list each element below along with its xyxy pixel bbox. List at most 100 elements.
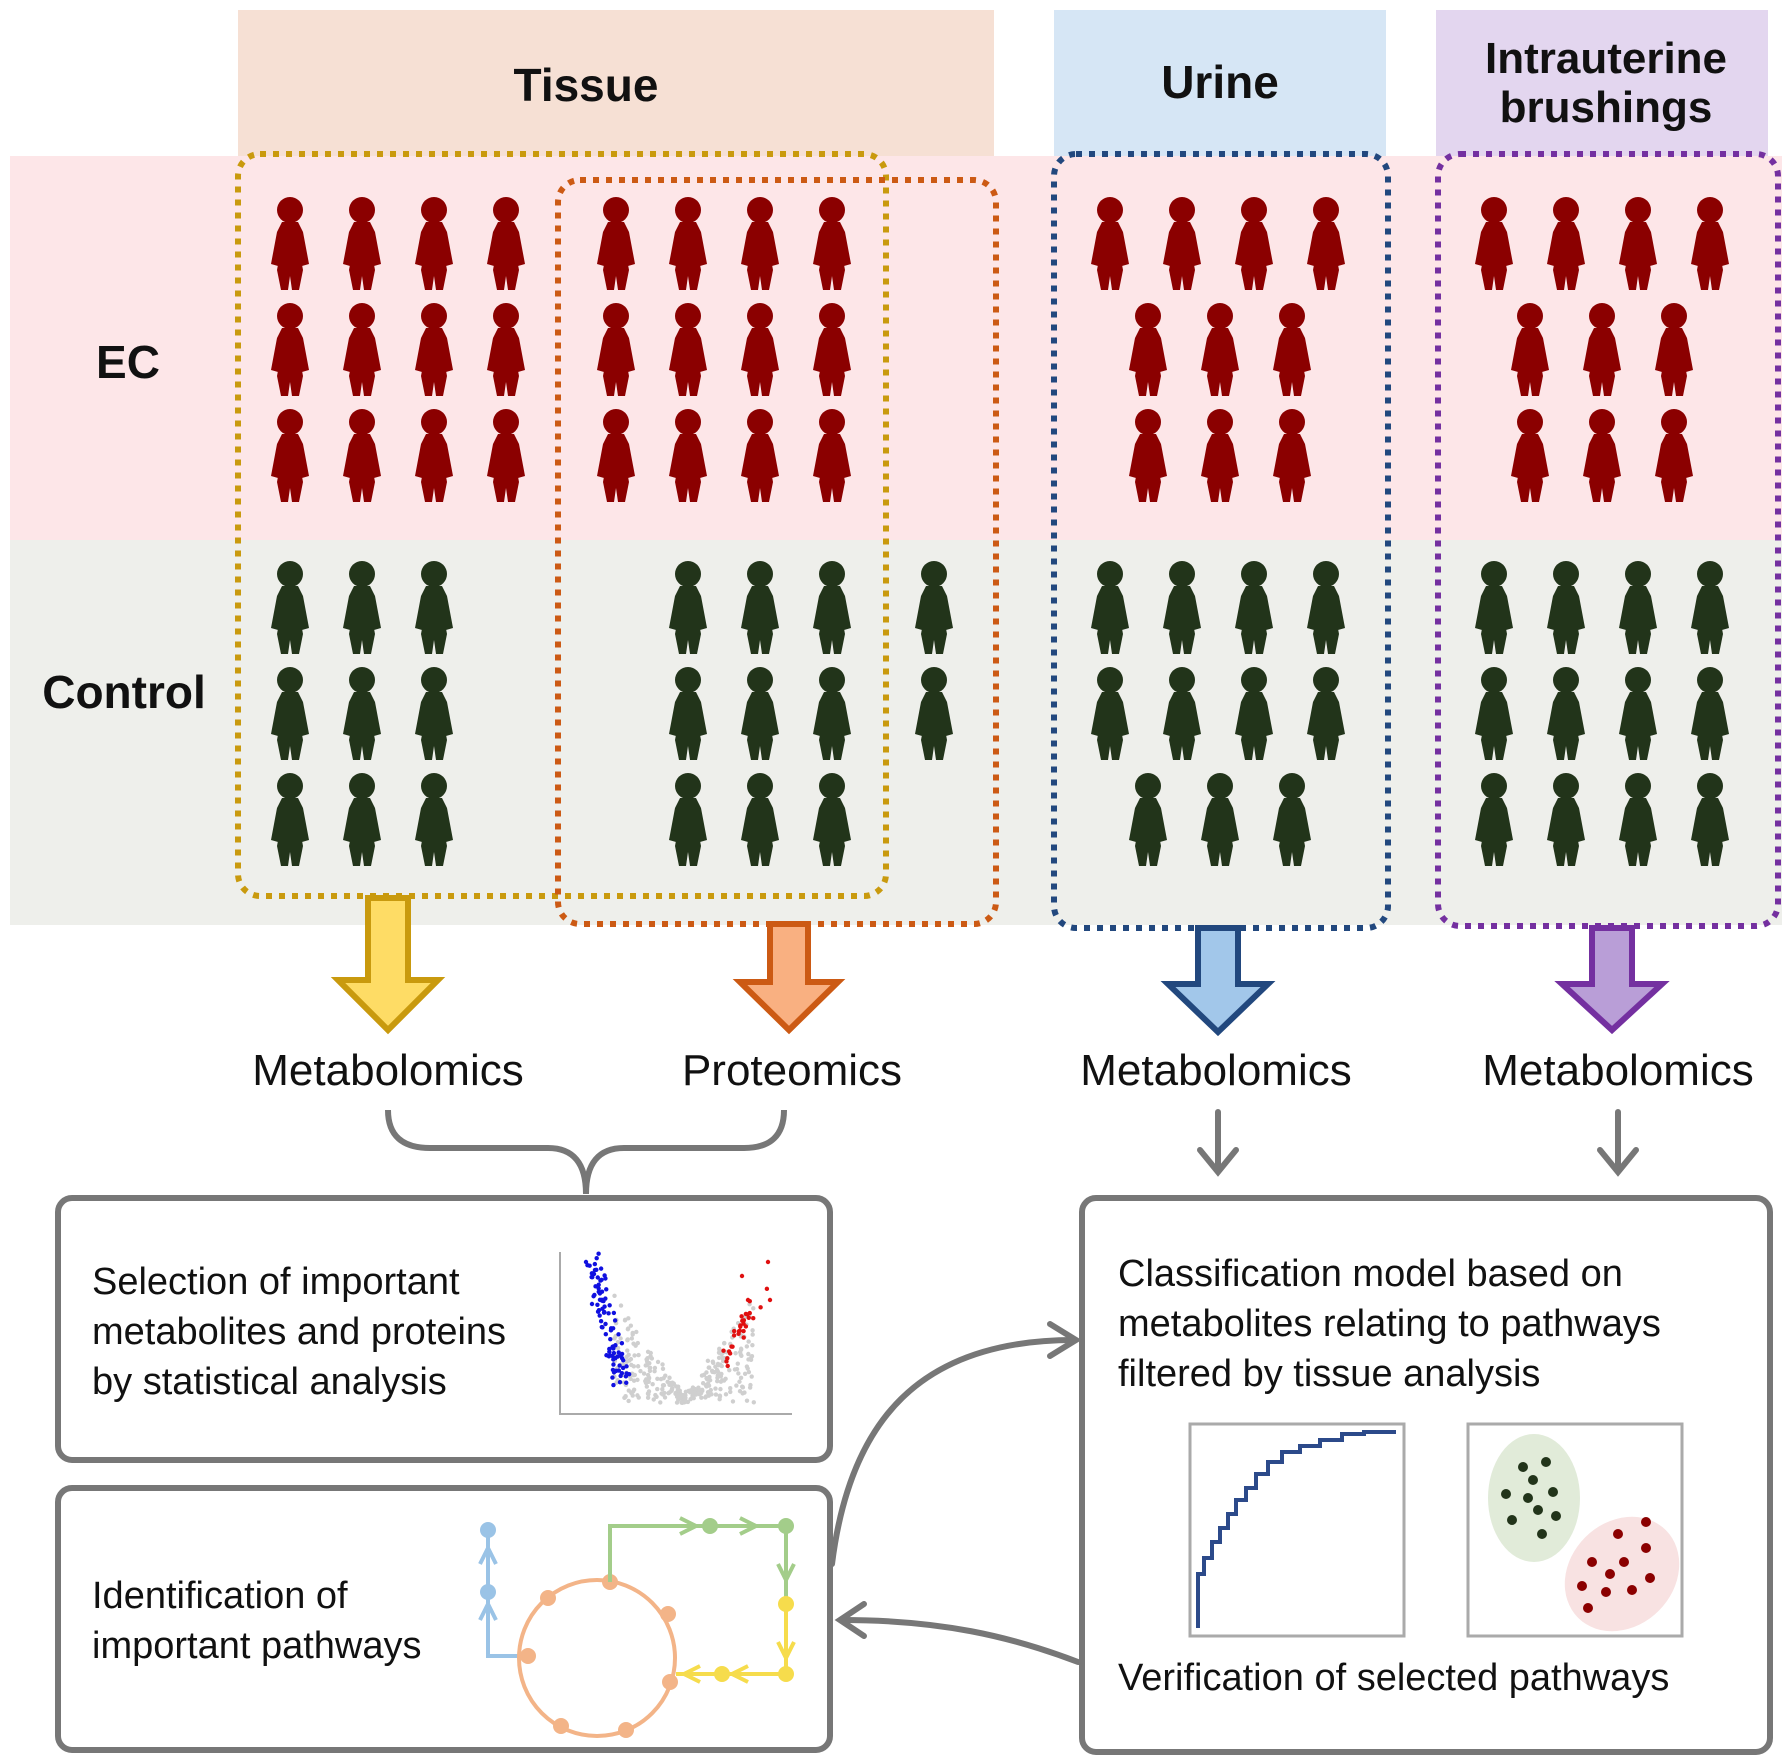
volcano-point (733, 1351, 738, 1356)
volcano-point (604, 1353, 609, 1358)
volcano-point (613, 1368, 619, 1374)
volcano-point (595, 1275, 600, 1280)
tissue-metabolomics-group (235, 151, 889, 899)
volcano-point (626, 1352, 631, 1358)
volcano-point (717, 1346, 722, 1352)
volcano-point (624, 1359, 630, 1364)
volcano-point (722, 1340, 727, 1346)
volcano-point (629, 1336, 635, 1341)
brushings-header-band (1436, 10, 1768, 156)
volcano-point (744, 1398, 750, 1403)
volcano-point (597, 1313, 602, 1318)
volcano-point (631, 1387, 637, 1392)
volcano-point (750, 1328, 755, 1333)
volcano-point (615, 1354, 620, 1359)
roc-curve-icon (1188, 1422, 1406, 1638)
volcano-point (713, 1386, 718, 1391)
volcano-point (749, 1374, 754, 1379)
volcano-point (594, 1267, 599, 1272)
volcano-point (653, 1392, 658, 1398)
urine-arrow (1160, 925, 1276, 1037)
volcano-point (728, 1389, 733, 1395)
volcano-point (621, 1358, 626, 1363)
volcano-point (721, 1348, 726, 1353)
classification-to-pathways-arrow (834, 1601, 1081, 1665)
volcano-point (662, 1395, 668, 1400)
volcano-point (658, 1400, 663, 1405)
volcano-point (610, 1344, 615, 1350)
volcano-point (750, 1332, 755, 1337)
tissue-header-band (238, 10, 994, 156)
volcano-point (630, 1330, 635, 1336)
volcano-point (709, 1392, 714, 1397)
volcano-point (624, 1364, 629, 1369)
volcano-point (596, 1251, 601, 1256)
volcano-point (667, 1375, 672, 1380)
volcano-point (611, 1362, 616, 1367)
volcano-point (751, 1400, 757, 1405)
volcano-point (704, 1376, 709, 1381)
volcano-point (742, 1371, 748, 1377)
urine-down-arrow (1197, 1109, 1239, 1177)
volcano-point (723, 1392, 729, 1397)
volcano-point (616, 1332, 621, 1337)
volcano-point (612, 1318, 618, 1323)
tissue-header: Tissue (514, 59, 659, 111)
volcano-point (745, 1297, 751, 1303)
volcano-point (725, 1363, 730, 1369)
volcano-point (737, 1328, 743, 1333)
volcano-plot-icon (559, 1251, 792, 1415)
volcano-point (746, 1339, 751, 1344)
selection-text-line1: Selection of important (92, 1261, 460, 1303)
control-row-label: Control (42, 666, 206, 718)
volcano-point (597, 1291, 603, 1296)
volcano-point (669, 1386, 675, 1392)
volcano-point (739, 1273, 745, 1279)
selection-text-line3: by statistical analysis (92, 1361, 447, 1403)
volcano-point (618, 1373, 623, 1379)
tissue-metabolomics-arrow (330, 895, 446, 1035)
volcano-point (617, 1363, 622, 1368)
volcano-point (615, 1340, 621, 1345)
volcano-point (691, 1395, 696, 1401)
classification-text-line1: Classification model based on (1118, 1253, 1623, 1295)
volcano-point (739, 1384, 745, 1389)
volcano-point (667, 1390, 672, 1395)
volcano-point (604, 1287, 609, 1292)
volcano-point (713, 1364, 718, 1369)
volcano-point (717, 1397, 722, 1402)
classification-text-line2: metabolites relating to pathways (1118, 1303, 1661, 1345)
volcano-point (718, 1374, 724, 1379)
volcano-point (683, 1398, 688, 1403)
volcano-point (738, 1323, 743, 1328)
volcano-point (638, 1368, 643, 1374)
volcano-point (767, 1297, 773, 1303)
volcano-point (591, 1271, 597, 1277)
volcano-point (744, 1364, 750, 1369)
volcano-point (646, 1389, 652, 1394)
tissue-metabolomics-label: Metabolomics (252, 1046, 523, 1095)
brushings-header-line1: Intrauterine (1485, 34, 1727, 83)
volcano-point (730, 1399, 736, 1404)
volcano-point (765, 1259, 771, 1265)
volcano-point (741, 1335, 746, 1340)
volcano-point (683, 1392, 688, 1398)
volcano-point (708, 1387, 713, 1393)
volcano-point (652, 1369, 657, 1374)
volcano-point (717, 1393, 723, 1398)
urine-metabolomics-label: Metabolomics (1080, 1046, 1351, 1095)
volcano-point (641, 1371, 647, 1376)
urine-header: Urine (1161, 56, 1279, 108)
volcano-point (598, 1266, 604, 1271)
volcano-point (615, 1345, 621, 1351)
volcano-point (607, 1303, 612, 1308)
volcano-point (650, 1382, 655, 1387)
volcano-point (660, 1386, 665, 1392)
volcano-point (600, 1306, 605, 1312)
volcano-point (734, 1383, 739, 1388)
volcano-point (647, 1365, 653, 1370)
volcano-point (596, 1308, 602, 1313)
brushings-metabolomics-label: Metabolomics (1482, 1046, 1753, 1095)
volcano-point (652, 1365, 658, 1371)
volcano-point (626, 1371, 632, 1377)
